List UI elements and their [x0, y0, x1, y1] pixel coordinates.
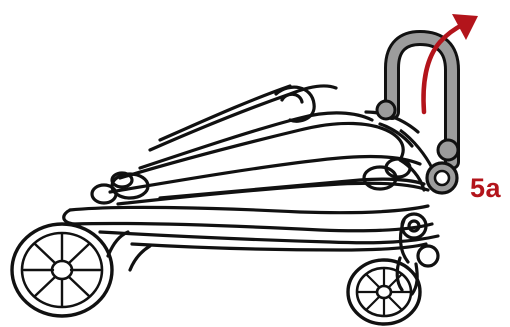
step-label: 5a: [470, 173, 501, 203]
rear-wheel: [12, 224, 112, 316]
front-wheel: [348, 260, 420, 324]
